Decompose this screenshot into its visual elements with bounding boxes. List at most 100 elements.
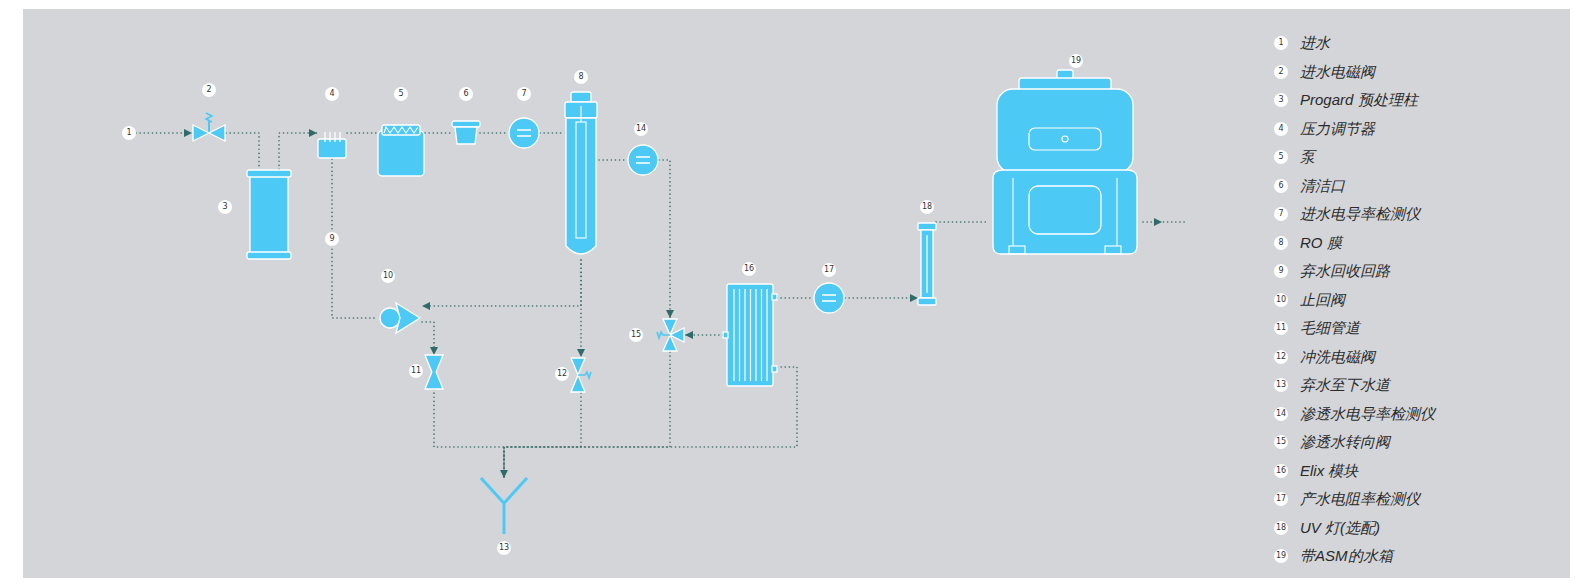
uv-lamp: 18 <box>918 223 936 305</box>
legend-number: 11 <box>1274 321 1288 335</box>
legend-number: 6 <box>1274 179 1288 193</box>
callout-number: 7 <box>517 87 531 101</box>
callout-number: 9 <box>325 232 339 246</box>
legend-text: Elix 模块 <box>1300 462 1358 480</box>
component-icon <box>655 318 685 352</box>
legend-text: 产水电阻率检测仪 <box>1300 490 1420 508</box>
callout-number: 11 <box>409 364 423 378</box>
flow-line <box>540 132 563 134</box>
legend-text: 渗透水电导率检测仪 <box>1300 405 1435 423</box>
legend-text: 渗透水转向阀 <box>1300 433 1390 451</box>
legend-text: 进水电导率检测仪 <box>1300 205 1420 223</box>
legend-number: 15 <box>1274 435 1288 449</box>
legend-text: 止回阀 <box>1300 291 1345 309</box>
component-icon <box>317 131 347 159</box>
callout-number: 2 <box>202 83 216 97</box>
legend-number: 18 <box>1274 521 1288 535</box>
elix-module: 16 <box>723 284 777 386</box>
pressure-regulator: 4 <box>317 131 347 159</box>
component-icon <box>723 284 777 386</box>
legend-text: 毛细管道 <box>1300 319 1360 337</box>
callout-number: 15 <box>629 328 643 342</box>
legend-number: 19 <box>1274 549 1288 563</box>
legend-text: 清洁口 <box>1300 177 1345 195</box>
flow-line <box>936 221 989 223</box>
callout-number: 14 <box>634 122 648 136</box>
component-icon <box>247 170 291 259</box>
component-icon <box>918 223 936 305</box>
callout-number: 13 <box>497 541 511 555</box>
legend-text: 压力调节器 <box>1300 120 1375 138</box>
flow-line <box>347 132 377 134</box>
legend-number: 14 <box>1274 407 1288 421</box>
inlet-callout: 1 <box>122 126 136 140</box>
resistivity-meter: 17 <box>813 282 845 314</box>
legend-text: 冲洗电磁阀 <box>1300 348 1375 366</box>
pretreatment-column: 3 <box>247 170 291 259</box>
callout-number: 18 <box>920 200 934 214</box>
component-icon <box>377 123 425 177</box>
callout-number: 8 <box>574 70 588 84</box>
flow-line <box>226 133 259 170</box>
capillary: 11 <box>425 355 443 389</box>
callout-number: 16 <box>742 262 756 276</box>
conductivity-meter: 7 <box>508 117 540 149</box>
callout-number: 4 <box>325 87 339 101</box>
component-icon <box>479 478 529 534</box>
callout-number: 1 <box>122 126 136 140</box>
flow-line <box>279 133 317 170</box>
legend-text: 弃水回收回路 <box>1300 262 1390 280</box>
component-icon <box>425 355 443 389</box>
flow-line <box>434 389 504 478</box>
component-icon <box>989 70 1141 254</box>
component-icon <box>508 117 540 149</box>
legend-text: UV 灯(选配) <box>1300 519 1380 537</box>
legend-number: 7 <box>1274 207 1288 221</box>
storage-tank: 19 <box>989 70 1141 254</box>
legend-number: 5 <box>1274 150 1288 164</box>
legend-number: 10 <box>1274 293 1288 307</box>
ro-membrane: 8 <box>563 92 599 260</box>
flow-line <box>136 132 192 134</box>
legend-number: 2 <box>1274 65 1288 79</box>
component-icon <box>378 301 422 335</box>
flow-line <box>504 393 581 478</box>
flow-line <box>422 260 581 306</box>
flow-line <box>425 132 452 134</box>
legend-text: 进水 <box>1300 34 1330 52</box>
legend-number: 8 <box>1274 236 1288 250</box>
pump: 5 <box>377 123 425 177</box>
callout-number: 10 <box>381 269 395 283</box>
legend-number: 12 <box>1274 350 1288 364</box>
legend-number: 13 <box>1274 378 1288 392</box>
conductivity-meter: 14 <box>627 144 659 176</box>
legend-text: 泵 <box>1300 148 1315 166</box>
component-icon <box>192 112 226 144</box>
flow-line <box>845 297 918 299</box>
legend-text: 进水电磁阀 <box>1300 63 1375 81</box>
component-icon <box>452 121 480 145</box>
legend-text: 弃水至下水道 <box>1300 376 1390 394</box>
component-icon <box>813 282 845 314</box>
flow-line <box>599 159 627 161</box>
legend-text: 带ASM的水箱 <box>1300 547 1393 565</box>
legend-number: 16 <box>1274 464 1288 478</box>
callout-number: 3 <box>218 200 232 214</box>
legend-number: 3 <box>1274 93 1288 107</box>
flow-line <box>580 260 582 357</box>
flow-line <box>659 160 670 318</box>
legend-number: 9 <box>1274 264 1288 278</box>
diverter-valve: 15 <box>655 318 685 352</box>
callout-number: 17 <box>822 263 836 277</box>
component-icon <box>570 357 592 393</box>
legend-number: 1 <box>1274 36 1288 50</box>
flush-valve: 12 <box>570 357 592 393</box>
callout-number: 6 <box>459 87 473 101</box>
check-valve: 10 <box>378 301 422 335</box>
flow-line <box>504 352 670 478</box>
cleaning-port: 6 <box>452 121 480 145</box>
flow-line <box>685 334 723 336</box>
legend-text: RO 膜 <box>1300 234 1342 252</box>
flow-line <box>777 297 813 299</box>
